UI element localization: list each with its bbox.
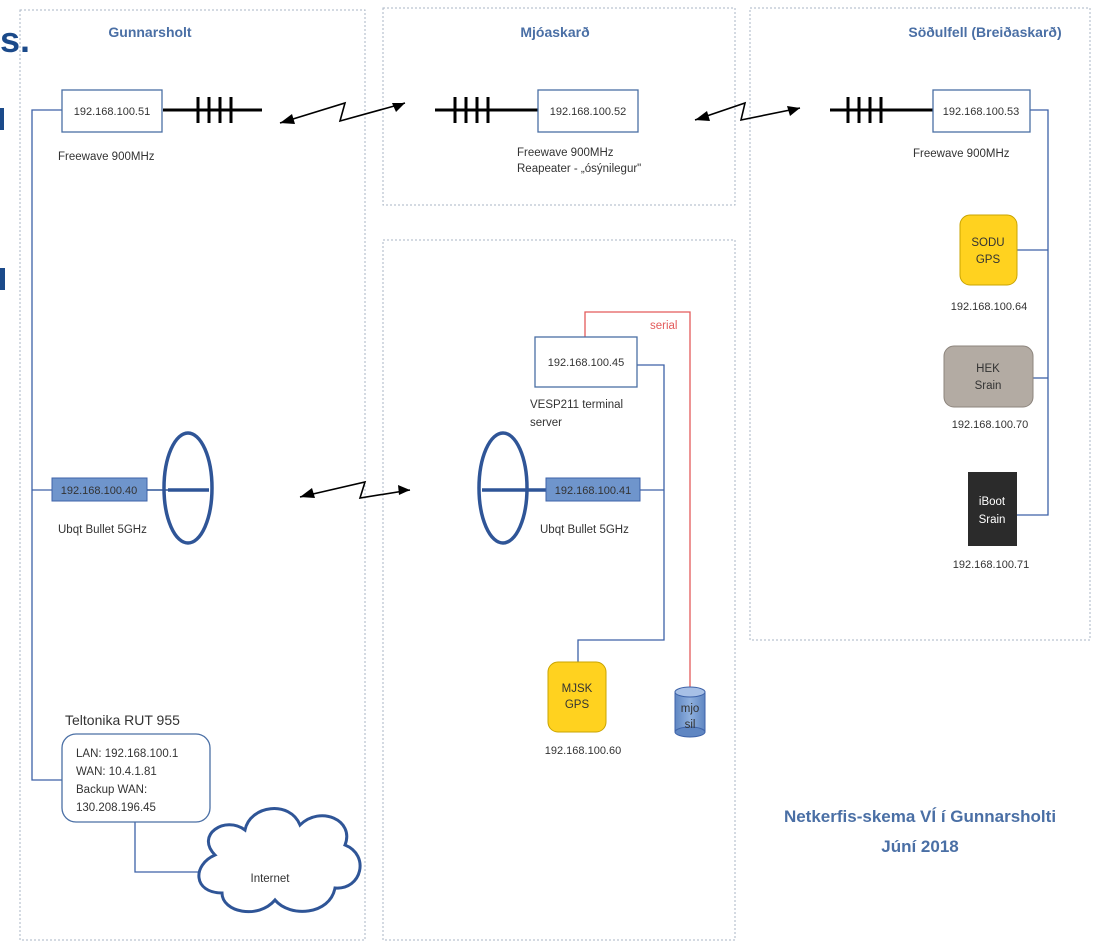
device-label: Srain [975, 380, 1002, 392]
bullet-radio-mjoaskard: 192.168.100.41 [545, 477, 641, 502]
sodu-gps-device: SODU GPS [959, 214, 1018, 286]
serial-cable [584, 311, 691, 687]
router-internet-link [134, 822, 200, 873]
gunnarsholt-backbone-wire [31, 109, 62, 781]
freewave-label: Freewave 900MHz [517, 147, 614, 159]
router-box: LAN: 192.168.100.1 WAN: 10.4.1.81 Backup… [61, 733, 211, 823]
region-title-sodulfell: Söðulfell (Breiðaskarð) [908, 24, 1061, 40]
diagram-subtitle: Júní 2018 [881, 837, 959, 856]
freewave-sublabel: Reapeater - „ósýnilegur" [517, 163, 641, 175]
ip-label: 192.168.100.71 [953, 559, 1029, 571]
router-backup-label: Backup WAN: [76, 784, 147, 796]
terminal-server-label: VESP211 terminal [530, 399, 623, 411]
internet-label: Internet [251, 873, 291, 885]
internet-cloud-icon: Internet [197, 807, 362, 914]
freewave-radio-gunnarsholt: 192.168.100.51 [61, 89, 163, 133]
region-gunnarsholt [19, 9, 366, 941]
hek-device: HEK Srain [943, 345, 1034, 408]
region-mjoaskard-bottom [382, 239, 736, 941]
wireless-link-icon [694, 101, 801, 122]
bullet-label: Ubqt Bullet 5GHz [58, 524, 147, 536]
ip-label: 192.168.100.52 [550, 106, 626, 118]
freewave-radio-mjoaskard: 192.168.100.52 [537, 89, 639, 133]
ip-label: 192.168.100.41 [555, 485, 631, 497]
edge-fragment-text: s. [0, 19, 30, 60]
bullet-label: Ubqt Bullet 5GHz [540, 524, 629, 536]
serial-label: serial [650, 320, 677, 332]
yagi-antenna-icon [830, 97, 933, 123]
ip-label: 192.168.100.51 [74, 106, 150, 118]
region-title-mjoaskard: Mjóaskarð [520, 24, 589, 40]
router-backup-ip: 130.208.196.45 [76, 802, 156, 814]
mjsk-gps-device: MJSK GPS [547, 661, 607, 733]
edge-fragment-mark [0, 108, 4, 130]
freewave-label: Freewave 900MHz [913, 148, 1010, 160]
ip-label: 192.168.100.45 [548, 357, 624, 369]
device-label: HEK [976, 363, 1000, 375]
device-label: GPS [976, 254, 1001, 266]
ip-label: 192.168.100.60 [545, 745, 621, 757]
ip-label: 192.168.100.64 [951, 301, 1027, 313]
dish-antenna-icon [162, 431, 214, 545]
router-lan: LAN: 192.168.100.1 [76, 748, 178, 760]
router-wan: WAN: 10.4.1.81 [76, 766, 157, 778]
terminal-server-label: server [530, 417, 562, 429]
device-label: SODU [971, 237, 1004, 249]
diagram-title: Netkerfis-skema VÍ í Gunnarsholti [784, 807, 1056, 826]
yagi-antenna-icon [163, 97, 262, 123]
edge-fragment-mark [0, 268, 5, 290]
sodulfell-backbone-wire [1017, 109, 1049, 516]
mjo-sil-cylinder-icon: mjo sil [674, 686, 706, 738]
terminal-server: 192.168.100.45 [534, 336, 638, 388]
iboot-device: iBoot Srain [968, 472, 1017, 546]
ip-label: 192.168.100.53 [943, 106, 1019, 118]
device-label: sil [685, 719, 696, 731]
freewave-label: Freewave 900MHz [58, 151, 155, 163]
device-label: GPS [565, 699, 590, 711]
device-label: MJSK [562, 683, 593, 695]
ip-label: 192.168.100.70 [952, 419, 1028, 431]
wireless-link-icon [279, 101, 406, 124]
device-label: Srain [979, 514, 1006, 526]
device-label: mjo [681, 703, 700, 715]
region-mjoaskard-top [382, 7, 736, 206]
bullet-radio-gunnarsholt: 192.168.100.40 [51, 477, 148, 502]
router-name: Teltonika RUT 955 [65, 712, 180, 728]
freewave-radio-sodulfell: 192.168.100.53 [932, 89, 1031, 133]
wireless-link-icon [299, 480, 411, 499]
dish-antenna-icon [477, 431, 546, 545]
region-title-gunnarsholt: Gunnarsholt [108, 24, 192, 40]
device-label: iBoot [979, 496, 1006, 508]
ip-label: 192.168.100.40 [61, 485, 137, 497]
yagi-antenna-icon [435, 97, 538, 123]
mjoaskard-wire [577, 364, 665, 668]
region-sodulfell [749, 7, 1091, 641]
